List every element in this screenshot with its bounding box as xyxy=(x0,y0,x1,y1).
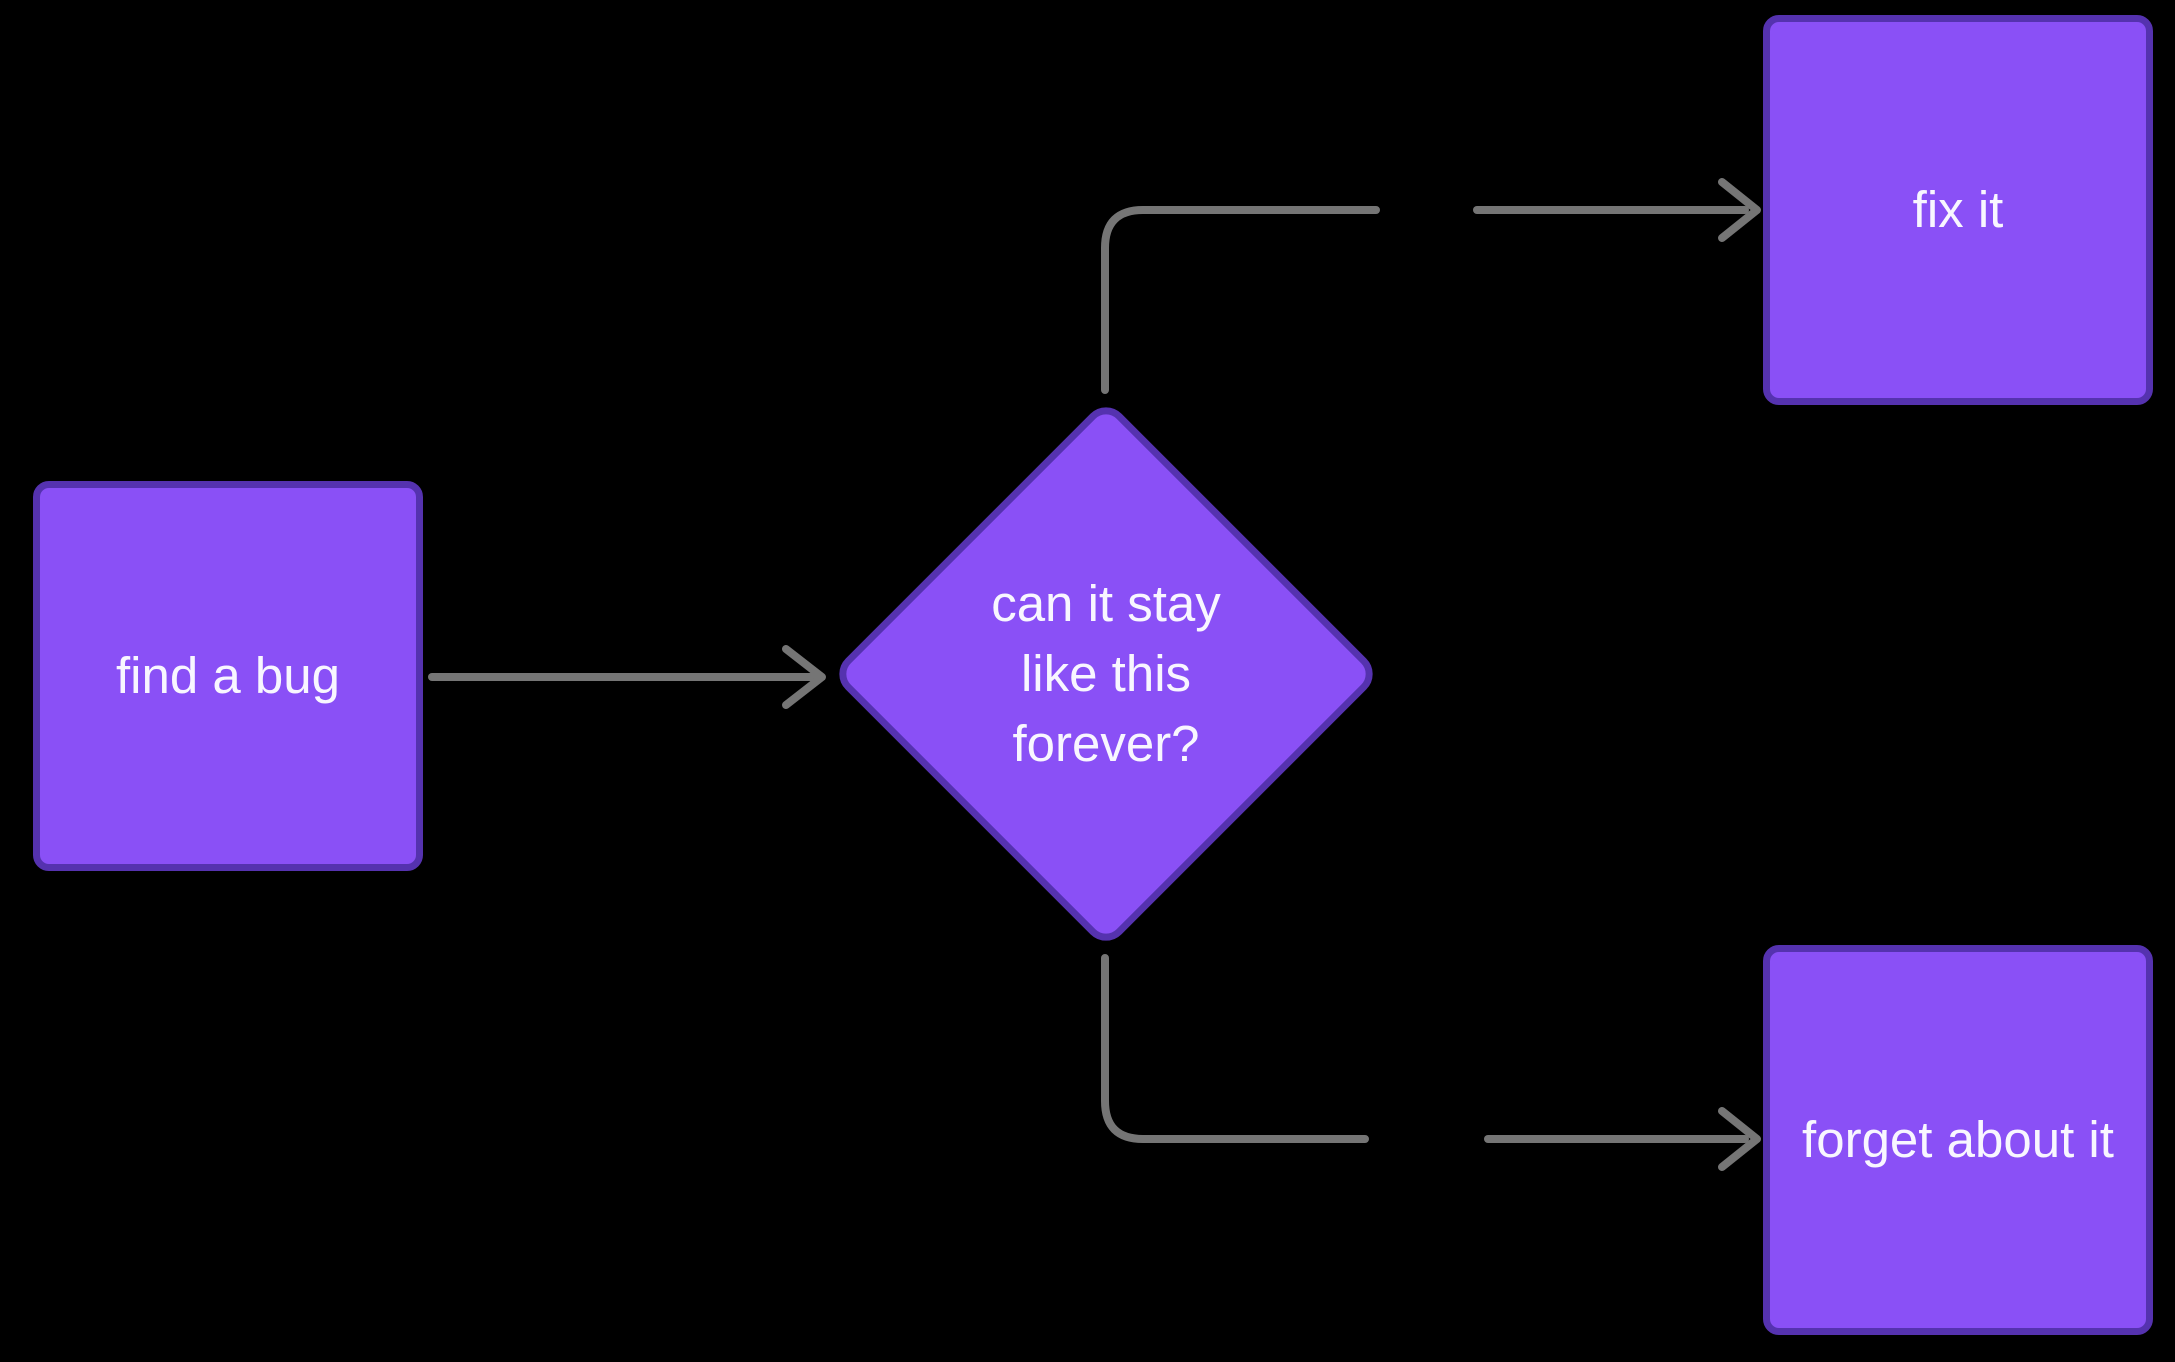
edge-find-a-bug-to-decision[interactable] xyxy=(428,645,826,709)
node-decision-label: can it stay like this forever? xyxy=(906,474,1306,874)
arrowhead-icon xyxy=(1718,178,1761,242)
node-label-line: forever? xyxy=(1012,715,1200,772)
node-fix-it[interactable]: fix it xyxy=(1763,15,2153,405)
node-label: fix it xyxy=(1912,181,2004,238)
node-label: forget about it xyxy=(1802,1111,2114,1168)
node-find-a-bug[interactable]: find a bug xyxy=(33,481,423,871)
node-label-line: can it stay xyxy=(991,575,1221,632)
node-forget-about-it[interactable]: forget about it xyxy=(1763,945,2153,1335)
edge-decision-to-forget-about-it[interactable] xyxy=(1101,954,1761,1171)
node-label-line: like this xyxy=(1020,645,1192,702)
arrowhead-icon xyxy=(1718,1107,1761,1171)
node-label: find a bug xyxy=(115,647,341,704)
arrowhead-icon xyxy=(782,645,826,709)
edge-line[interactable] xyxy=(1101,954,1369,1143)
edge-line[interactable] xyxy=(1101,206,1380,394)
edge-decision-to-fix-it[interactable] xyxy=(1101,178,1761,394)
